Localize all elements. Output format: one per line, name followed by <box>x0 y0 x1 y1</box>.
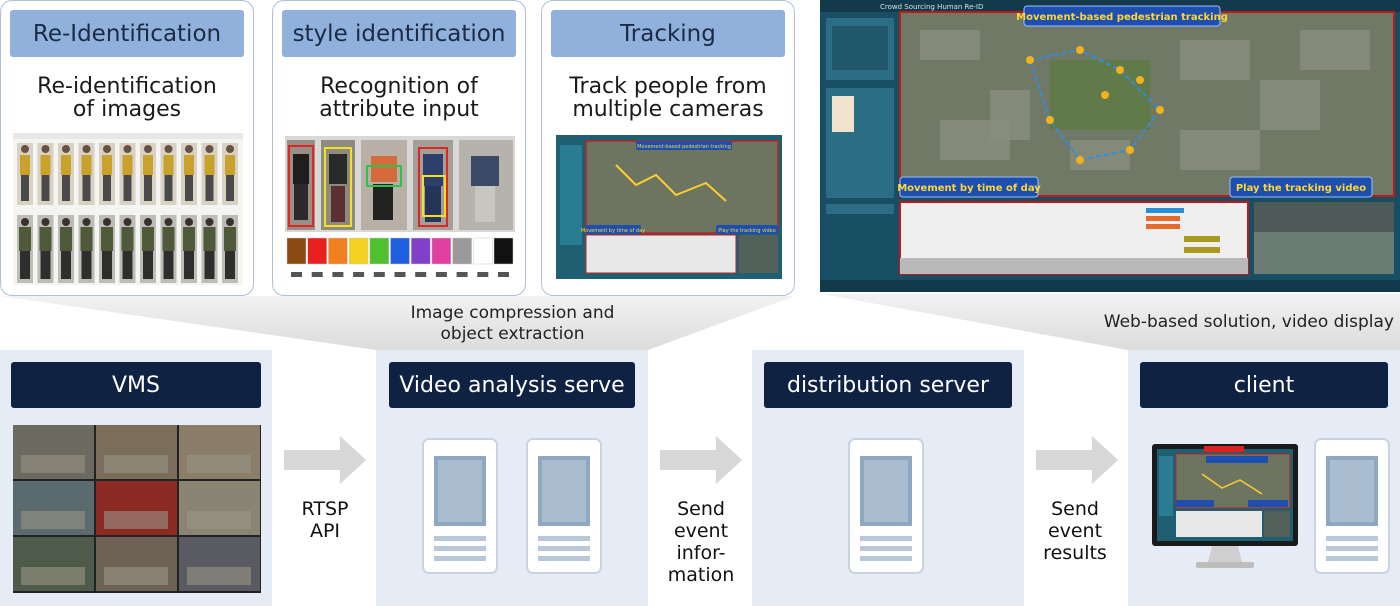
compression-note: Image compression and object extraction <box>410 303 615 344</box>
tracking-thumbnail: Movement-based pedestrian tracking Movem… <box>556 135 782 279</box>
distribution-title: distribution server <box>764 362 1012 408</box>
tracking-card: Tracking Track people from multiple came… <box>541 0 795 296</box>
cctv-grid <box>13 425 261 593</box>
monitor-icon <box>1152 444 1298 568</box>
server-icon <box>1314 438 1390 574</box>
arrow-send-results <box>1036 436 1118 484</box>
style-card: style identification Recognition of attr… <box>272 0 526 296</box>
card-title: Re-Identification <box>10 10 244 57</box>
reid-card: Re-Identification Re-identification of i… <box>0 0 254 296</box>
banner-pedestrian-tracking: Movement-based pedestrian tracking <box>1016 12 1228 23</box>
analysis-title: Video analysis serve <box>389 362 635 408</box>
client-panel: client <box>1128 350 1400 606</box>
app-title: Crowd Sourcing Human Re-ID <box>880 3 983 11</box>
card-description: Track people from multiple cameras <box>569 74 767 122</box>
server-icon <box>526 438 602 574</box>
web-solution-screenshot: Crowd Sourcing Human Re-ID Movement-base… <box>820 0 1400 292</box>
send-info-label: Send event infor- mation <box>667 498 735 586</box>
send-results-label: Send event results <box>1043 498 1107 564</box>
arrow-send-info <box>660 436 742 484</box>
connector-fan <box>0 294 1400 350</box>
banner-time-of-day: Movement by time of day <box>897 183 1041 194</box>
card-title: Tracking <box>551 10 785 57</box>
server-icon <box>422 438 498 574</box>
card-description: Recognition of attribute input <box>319 74 479 122</box>
thumb-banner-right: Play the tracking video <box>718 228 776 234</box>
vms-title: VMS <box>11 362 261 408</box>
vms-panel: VMS <box>0 350 272 606</box>
client-title: client <box>1140 362 1388 408</box>
card-description: Re-identification of images <box>37 74 217 122</box>
rtsp-api-label: RTSP API <box>301 498 349 542</box>
distribution-panel: distribution server <box>752 350 1024 606</box>
reid-gallery-image <box>13 133 243 285</box>
analysis-panel: Video analysis serve <box>376 350 648 606</box>
card-title: style identification <box>282 10 516 57</box>
thumb-banner-top: Movement-based pedestrian tracking <box>637 144 731 150</box>
server-icon <box>848 438 924 574</box>
thumb-banner-left: Movement by time of day <box>581 228 645 234</box>
web-solution-note: Web-based solution, video display <box>1103 312 1394 332</box>
arrow-rtsp <box>284 436 366 484</box>
attribute-recognition-image <box>285 136 515 286</box>
banner-play-video: Play the tracking video <box>1236 183 1366 194</box>
